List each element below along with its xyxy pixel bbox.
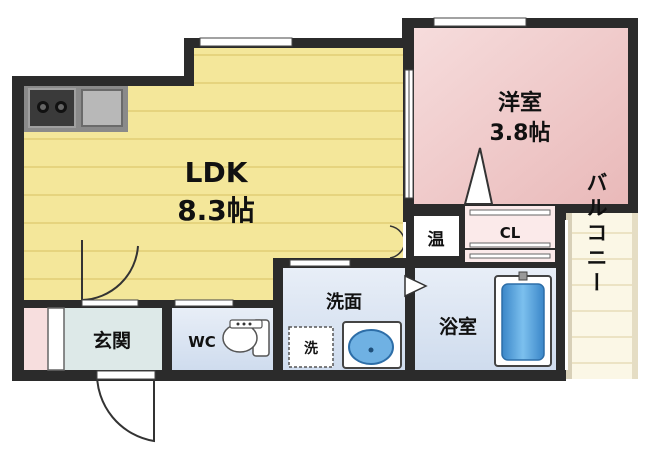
washroom-label: 洗面: [326, 291, 362, 313]
balcony-label: バルコニー: [584, 172, 608, 297]
bath-label: 浴室: [439, 315, 477, 338]
water-heater: [414, 216, 459, 256]
toilet-room: [172, 308, 273, 370]
closet-label: CL: [500, 224, 521, 242]
bath-door-swing: [404, 274, 428, 298]
bathtub-icon: [494, 271, 552, 367]
sink-icon: [81, 89, 123, 127]
bathroom: [404, 268, 556, 370]
water-heater-label: 温: [428, 230, 445, 250]
toilet-icon: [222, 319, 270, 357]
ldk-size-label: 8.3帖: [177, 194, 255, 227]
ldk-name-label: LDK: [185, 156, 249, 189]
toilet-label: WC: [188, 333, 216, 351]
washer-space: [288, 326, 334, 368]
washroom: [283, 268, 405, 370]
ldk-room: [24, 48, 404, 300]
western-name-label: 洋室: [498, 90, 542, 116]
stove-icon: [28, 88, 76, 128]
windows: [174, 17, 568, 370]
balcony-area: [566, 213, 638, 379]
western-room: [414, 28, 628, 205]
door-swings: [81, 222, 406, 443]
wash-basin-icon: [342, 321, 402, 369]
entrance-label: 玄関: [93, 329, 131, 352]
western-size-label: 3.8帖: [490, 121, 551, 146]
closet: [465, 206, 555, 248]
entrance: [24, 307, 162, 371]
western-door-swing: [463, 147, 494, 205]
shoe-cabinet: [47, 307, 65, 371]
washer-label: 洗: [304, 340, 318, 357]
